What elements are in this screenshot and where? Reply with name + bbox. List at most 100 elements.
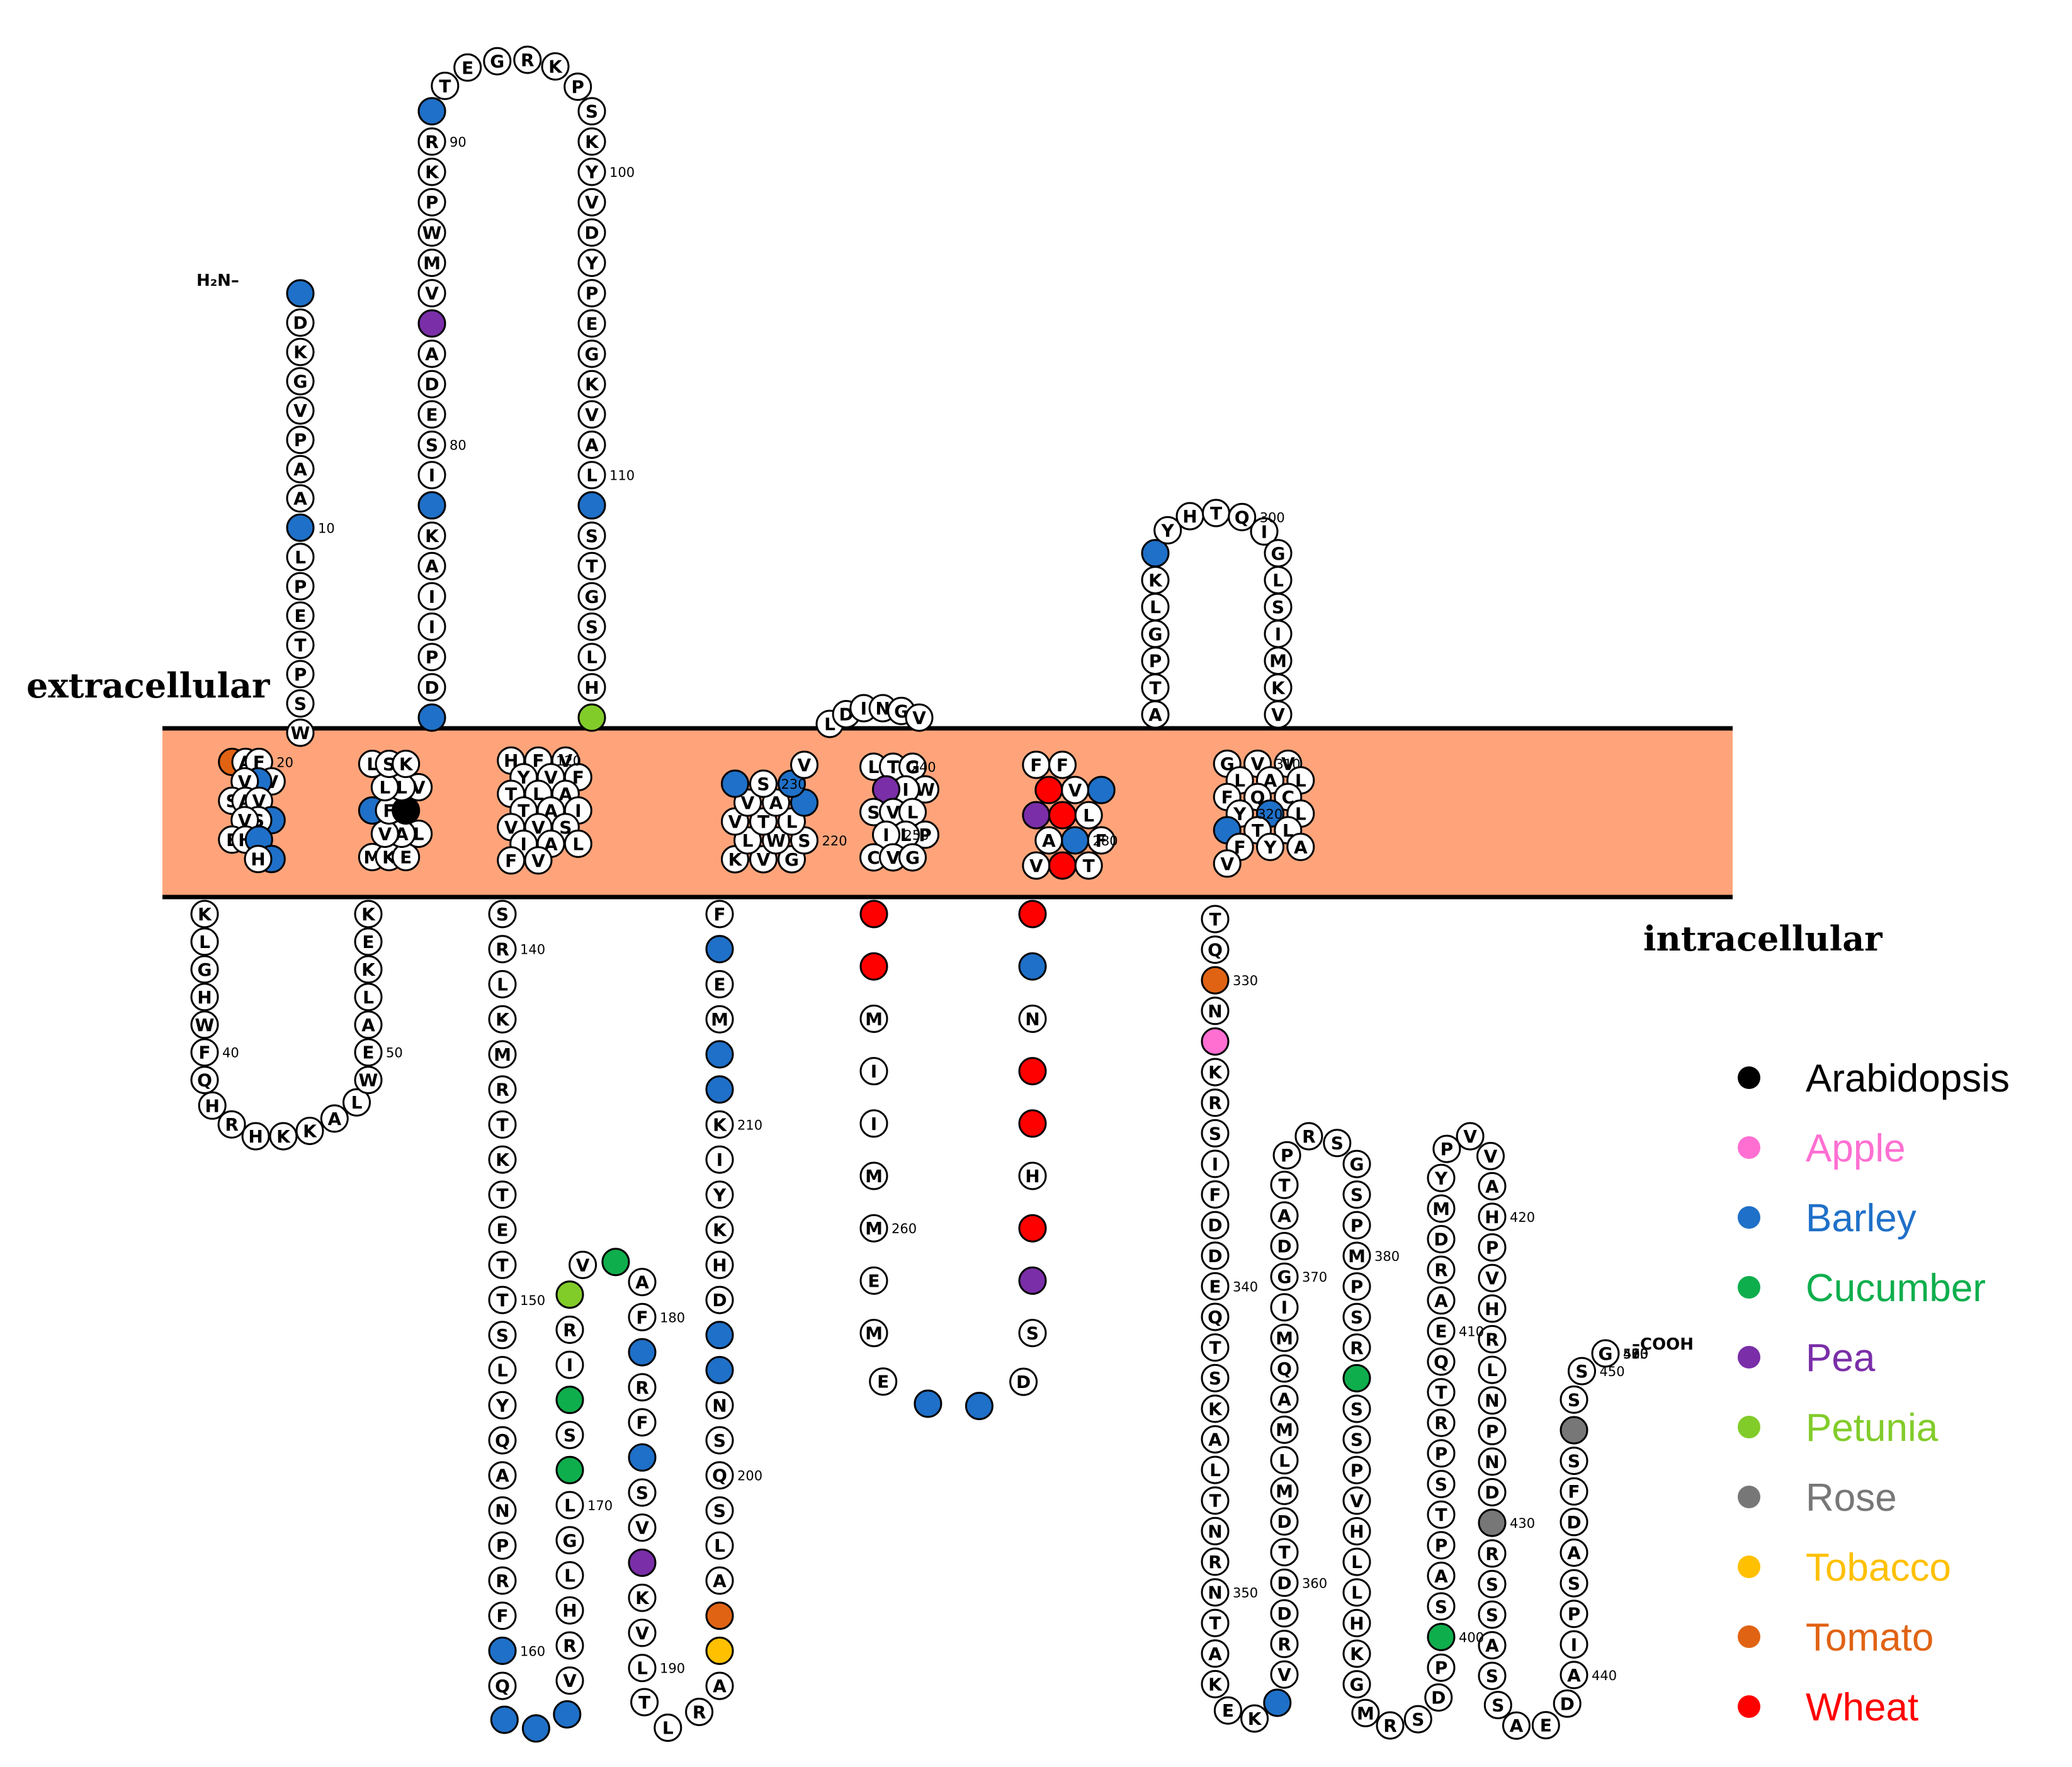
residue-circle	[1270, 1232, 1299, 1260]
residue-circle	[1201, 1547, 1230, 1576]
residue-letter: T	[439, 76, 451, 96]
residue-circle	[1478, 1631, 1507, 1660]
residue: S	[417, 431, 446, 459]
residue: H	[1342, 1608, 1371, 1637]
residue-letter: M	[1432, 1199, 1450, 1219]
residue-circle	[749, 769, 778, 798]
residue: H	[190, 983, 219, 1012]
residue-letter: T	[496, 1185, 508, 1205]
residue	[521, 1714, 550, 1743]
residue-letter: S	[294, 694, 307, 714]
residue-circle	[417, 673, 446, 702]
residue-circle	[577, 461, 606, 490]
residue: V	[577, 400, 606, 429]
residue-letter: C	[867, 847, 880, 868]
residue	[705, 1075, 734, 1104]
residue-circle	[577, 188, 606, 217]
residue: S	[1018, 1319, 1047, 1348]
residue-circle	[705, 1496, 734, 1525]
residue-letter: P	[586, 283, 599, 304]
residue-letter: L	[199, 932, 210, 952]
residue	[555, 1455, 584, 1484]
residue: P	[1478, 1416, 1507, 1445]
residue-letter: D	[424, 677, 439, 698]
residue-circle	[705, 1075, 734, 1104]
residue-letter: G	[1277, 1267, 1292, 1287]
residue-circle	[1342, 1302, 1371, 1331]
residue-circle	[555, 1421, 584, 1450]
residue: L	[1074, 801, 1103, 830]
legend-label-cucumber: Cucumber	[1806, 1267, 1986, 1310]
residue-letter: G	[1350, 1154, 1364, 1175]
residue: R	[1427, 1408, 1456, 1437]
residue: D	[577, 218, 606, 247]
residue-circle	[1478, 1447, 1507, 1476]
residue-circle	[1263, 1688, 1292, 1717]
residue-letter: N	[1208, 1521, 1222, 1542]
residue-letter: N	[495, 1501, 509, 1521]
residue-circle	[453, 53, 482, 82]
residue-circle	[859, 1319, 888, 1348]
residue-letter: L	[868, 757, 880, 777]
residue-circle	[1560, 1661, 1588, 1690]
residue-circle	[1201, 1180, 1230, 1209]
residue: F	[1048, 750, 1077, 779]
residue-letter: S	[496, 904, 509, 925]
residue: N	[1201, 1578, 1230, 1607]
residue: E	[1427, 1316, 1456, 1345]
residue-circle	[1432, 1134, 1461, 1163]
residue-circle	[1201, 905, 1230, 934]
residue-letter: A	[293, 488, 307, 509]
residue-letter: L	[413, 824, 424, 845]
residue-letter: M	[1276, 1420, 1293, 1440]
residue: I	[705, 1145, 734, 1174]
residue: P	[1432, 1134, 1461, 1163]
residue-circle	[628, 1513, 657, 1542]
residue-circle	[1213, 849, 1242, 878]
residue-circle	[1201, 1608, 1230, 1637]
residue-circle	[1201, 1363, 1230, 1392]
residue	[488, 1636, 517, 1665]
residue-circle	[914, 1389, 943, 1418]
position-label: 533	[1623, 1346, 1648, 1362]
residue-circle	[705, 1566, 734, 1595]
residue-circle	[417, 551, 446, 580]
residue-circle	[354, 1038, 383, 1067]
residue: Y	[488, 1391, 517, 1420]
residue-circle	[705, 1461, 734, 1490]
residue-circle	[1376, 1711, 1405, 1740]
residue: H	[244, 845, 273, 874]
residue-letter: R	[563, 1319, 577, 1340]
residue-letter: V	[886, 802, 900, 823]
residue-letter: R	[635, 1377, 649, 1398]
residue-letter: D	[1016, 1372, 1031, 1392]
residue: T	[1427, 1500, 1456, 1529]
residue-letter: Y	[1233, 804, 1247, 825]
residue	[721, 769, 749, 798]
residue	[577, 703, 606, 732]
residue-letter: S	[496, 1325, 509, 1346]
residue: A	[1560, 1538, 1588, 1567]
residue: F	[1087, 826, 1116, 855]
residue-circle	[1427, 1623, 1456, 1651]
residue-circle	[705, 1671, 734, 1700]
residue-circle	[1478, 1569, 1507, 1598]
residue-letter: K	[425, 526, 439, 546]
residue: A	[417, 339, 446, 368]
residue-letter: S	[426, 435, 438, 456]
residue-letter: I	[871, 1114, 877, 1134]
residue-letter: F	[1095, 830, 1107, 851]
residue-circle	[190, 983, 219, 1012]
residue-letter: V	[1463, 1126, 1477, 1147]
residue: V	[1342, 1486, 1371, 1515]
residue-circle	[417, 249, 446, 277]
residue: Y	[1153, 516, 1182, 545]
residue-letter: F	[198, 1042, 210, 1063]
residue-letter: P	[571, 77, 584, 98]
residue-circle	[905, 703, 934, 732]
residue-letter: Q	[1235, 507, 1250, 528]
residue: M	[1270, 1476, 1299, 1505]
residue: A	[1478, 1171, 1507, 1200]
residue-circle	[577, 400, 606, 429]
residue-letter: L	[1351, 1552, 1362, 1572]
